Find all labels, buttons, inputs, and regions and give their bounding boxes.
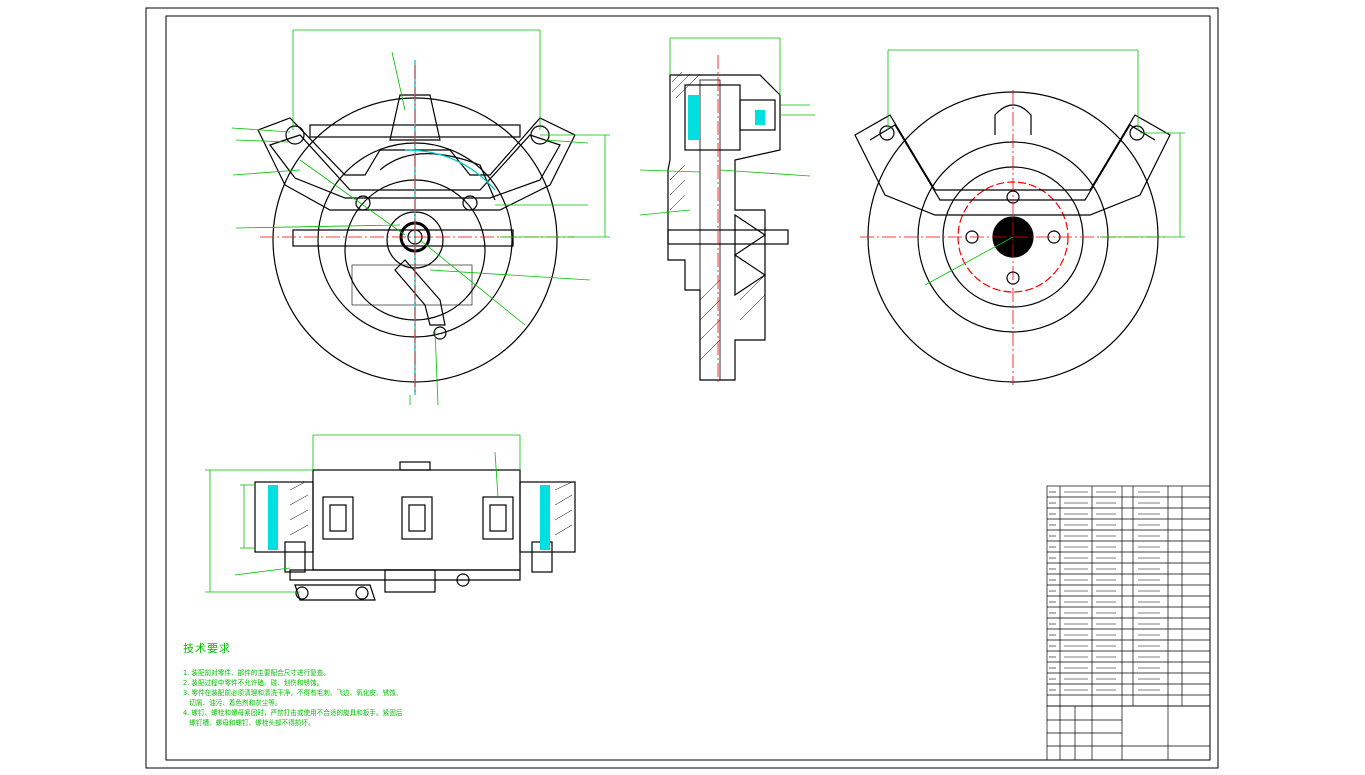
front-view-dimensions	[231, 29, 610, 406]
outer-border	[145, 7, 1219, 769]
tech-line: 切屑、油污、着色剂和灰尘等。	[183, 699, 282, 707]
parts-list-text-marks	[1049, 491, 1160, 691]
side-view-hatch	[669, 71, 766, 361]
tech-line: 1. 装配前对零件、部件的主要配合尺寸进行复查。	[183, 669, 330, 677]
front-view-centerlines	[260, 65, 575, 395]
front-view	[257, 94, 576, 383]
side-view	[667, 74, 789, 381]
side-view-section	[688, 95, 765, 140]
title-block	[1046, 705, 1211, 761]
parts-list-table	[1046, 485, 1211, 707]
tech-line: 螺钉槽、螺母和螺钉、螺栓头部不得损坏。	[183, 719, 315, 727]
rear-view-dimensions	[887, 49, 1185, 286]
technical-requirements: 技术要求 1. 装配前对零件、部件的主要配合尺寸进行复查。 2. 装配过程中零件…	[183, 640, 402, 728]
top-view-hatch	[289, 481, 573, 536]
tech-line: 2. 装配过程中零件不允许磕、碰、划伤和锈蚀。	[183, 679, 324, 687]
tech-title: 技术要求	[183, 642, 231, 655]
top-view	[254, 461, 576, 601]
top-view-section	[268, 485, 550, 550]
top-view-dimensions	[205, 434, 521, 593]
tech-line: 4. 螺钉、螺栓和螺母紧固时，严禁打击或使用不合适的旋具和扳手。紧固后	[183, 709, 403, 717]
inner-border	[165, 15, 1211, 761]
side-view-dimensions	[639, 37, 815, 216]
tech-line: 3. 零件在装配前必须清理和清洗干净，不得有毛刺、飞边、氧化皮、锈蚀、	[183, 689, 403, 697]
